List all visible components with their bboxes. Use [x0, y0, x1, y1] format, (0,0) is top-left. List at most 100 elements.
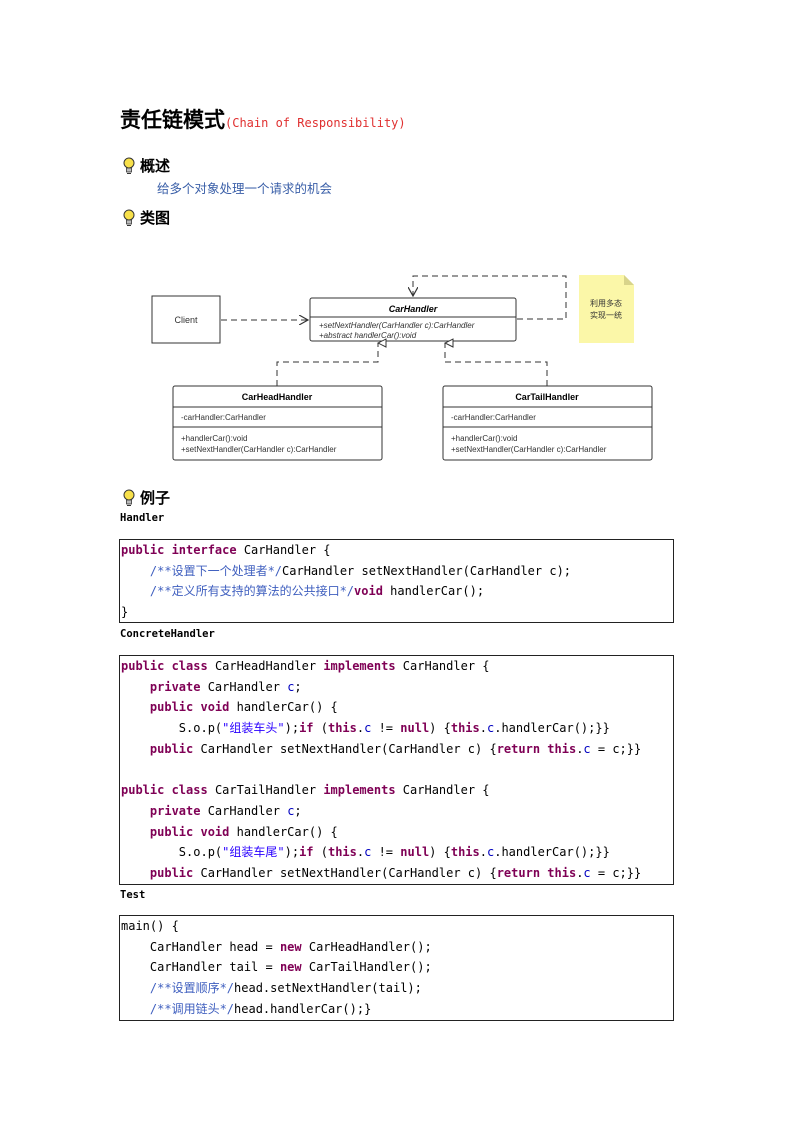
- code-line: CarHandler tail = new CarTailHandler();: [121, 957, 673, 978]
- code-token: public: [121, 783, 172, 798]
- handler-method: +abstract handlerCar():void: [319, 331, 417, 340]
- code-token: ;: [294, 803, 302, 818]
- code-token: this: [450, 845, 480, 860]
- code-token: /**调用链头*/: [149, 1001, 235, 1016]
- code-token: interface: [171, 543, 244, 557]
- code-token: [121, 804, 150, 818]
- code-token: this: [327, 721, 357, 736]
- code-line: CarHandler head = new CarHeadHandler();: [121, 937, 673, 958]
- code-token: if: [299, 845, 321, 860]
- code-token: );: [284, 721, 300, 736]
- code-token: /**设置顺序*/: [149, 981, 235, 996]
- tail-handler-method: +handlerCar():void: [451, 434, 517, 443]
- code-token: public: [149, 700, 201, 715]
- code-token: public: [149, 824, 201, 839]
- code-line: public CarHandler setNextHandler(CarHand…: [121, 739, 673, 760]
- code-token: [121, 981, 150, 995]
- code-token: c: [487, 721, 495, 736]
- code-token: return: [496, 865, 548, 880]
- code-token: [121, 742, 150, 756]
- self-reference-arrow: [413, 275, 567, 320]
- code-token: [121, 866, 150, 880]
- code-token: implements: [323, 659, 403, 673]
- code-line: [121, 759, 673, 780]
- title-zh: 责任链模式: [120, 108, 225, 132]
- tail-handler-box: [442, 385, 653, 461]
- code-line: }: [121, 602, 673, 623]
- code-token: public: [121, 659, 172, 673]
- code-line: public interface CarHandler {: [121, 540, 673, 561]
- code-token: this: [450, 721, 480, 736]
- page-title: 责任链模式(Chain of Responsibility): [120, 104, 406, 134]
- lightbulb-icon: [123, 157, 135, 174]
- code-token: CarHandler {: [402, 659, 490, 673]
- code-token: !=: [371, 845, 401, 860]
- code-line: public void handlerCar() {: [121, 822, 673, 843]
- tail-handler-method: +setNextHandler(CarHandler c):CarHandler: [451, 445, 607, 454]
- code-token: CarHeadHandler();: [308, 939, 432, 954]
- code-token: .: [479, 845, 487, 860]
- code-token: void: [200, 824, 237, 839]
- code-token: .: [576, 741, 584, 756]
- code-line: public void handlerCar() {: [121, 697, 673, 718]
- code-line: S.o.p("组装车尾");if (this.c != null) {this.…: [121, 842, 673, 863]
- code-token: CarHandler setNextHandler(CarHandler c) …: [200, 741, 497, 756]
- code-token: /**设置下一个处理者*/: [149, 563, 283, 578]
- code-token: this: [547, 865, 577, 880]
- code-token: }: [121, 605, 129, 620]
- head-handler-method: +setNextHandler(CarHandler c):CarHandler: [181, 445, 337, 454]
- lightbulb-icon: [123, 209, 135, 226]
- code-token: null: [400, 845, 430, 860]
- tail-realization-arrow: [445, 343, 548, 386]
- code-block-handler: public interface CarHandler { /**设置下一个处理…: [119, 539, 674, 623]
- code-token: c: [287, 803, 295, 818]
- code-line: /**设置顺序*/head.setNextHandler(tail);: [121, 978, 673, 999]
- head-handler-name: CarHeadHandler: [242, 392, 313, 402]
- overview-text: 给多个对象处理一个请求的机会: [157, 181, 333, 196]
- code-block-concrete: public class CarHeadHandler implements C…: [119, 655, 674, 885]
- code-token: CarHandler head =: [121, 939, 280, 954]
- code-token: new: [279, 960, 309, 975]
- note-box: [579, 275, 634, 343]
- code-token: c: [287, 679, 295, 694]
- code-line: /**调用链头*/head.handlerCar();}: [121, 999, 673, 1020]
- code-token: handlerCar();: [390, 584, 485, 599]
- code-line: /**定义所有支持的算法的公共接口*/void handlerCar();: [121, 581, 673, 602]
- code-token: !=: [371, 721, 401, 736]
- tail-handler-name: CarTailHandler: [515, 392, 579, 402]
- head-handler-field: -carHandler:CarHandler: [181, 413, 266, 422]
- code-token: );: [284, 845, 300, 860]
- title-en: (Chain of Responsibility): [225, 116, 406, 130]
- code-token: null: [400, 721, 430, 736]
- code-token: class: [171, 659, 215, 673]
- class-diagram: Client CarHandler +setNextHandler(CarHan…: [151, 275, 653, 461]
- code-token: [121, 1002, 150, 1016]
- code-token: S.o.p(: [121, 721, 223, 736]
- code-token: class: [171, 783, 215, 798]
- code-token: CarHandler setNextHandler(CarHandler c);: [282, 563, 572, 578]
- code-token: .: [356, 845, 365, 860]
- code-token: public: [149, 865, 201, 880]
- code-token: public: [149, 741, 201, 756]
- code-token: void: [354, 584, 391, 599]
- code-token: = c;}}: [590, 865, 642, 880]
- code-token: CarHandler tail =: [121, 960, 280, 975]
- code-token: [121, 584, 150, 598]
- code-token: public: [121, 543, 172, 557]
- label-test: Test: [120, 889, 146, 901]
- code-token: this: [327, 845, 357, 860]
- code-token: [121, 700, 150, 714]
- code-line: S.o.p("组装车头");if (this.c != null) {this.…: [121, 718, 673, 739]
- code-token: head.handlerCar();}: [234, 1001, 372, 1016]
- code-token: main() {: [121, 919, 179, 933]
- code-token: CarHandler: [207, 679, 288, 694]
- label-concrete-handler: ConcreteHandler: [120, 628, 215, 640]
- code-token: if: [299, 721, 321, 736]
- code-token: (: [320, 721, 328, 736]
- code-block-test: main() { CarHandler head = new CarHeadHa…: [119, 915, 674, 1021]
- client-label: Client: [174, 315, 198, 325]
- code-token: return: [496, 741, 548, 756]
- code-token: .: [576, 865, 584, 880]
- code-token: implements: [323, 783, 403, 798]
- code-token: handlerCar() {: [236, 700, 338, 715]
